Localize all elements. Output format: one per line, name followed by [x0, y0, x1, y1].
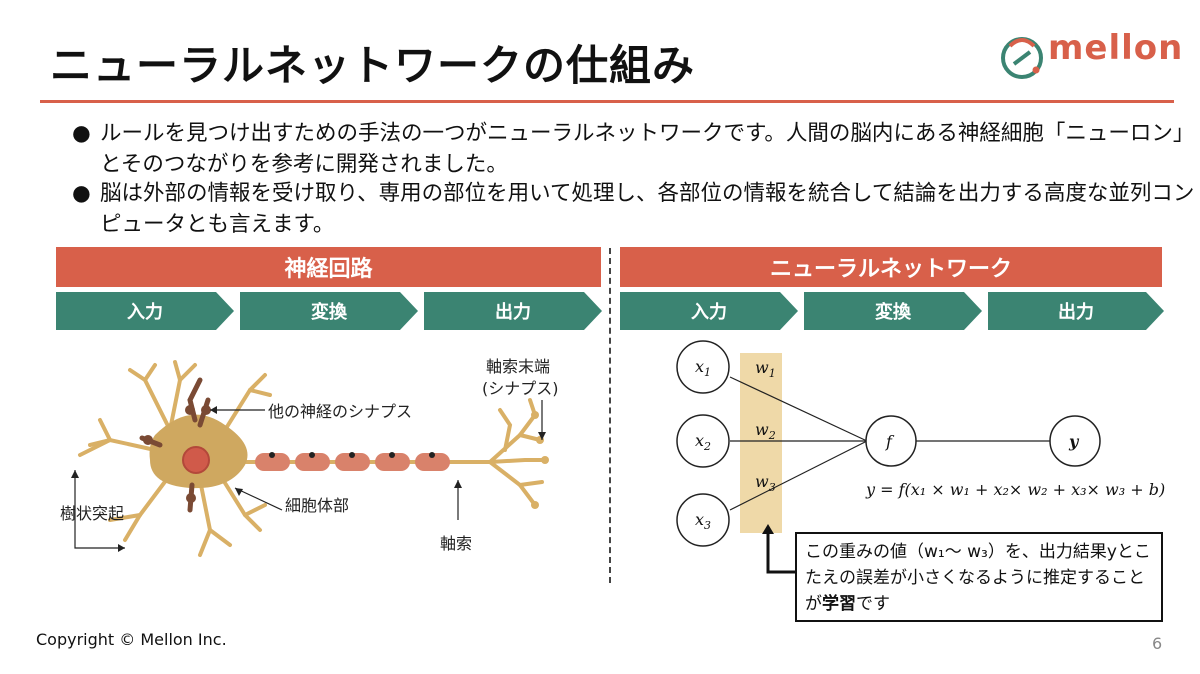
weight-band [740, 353, 782, 533]
neural-circuit-banner: 神経回路 [56, 247, 601, 287]
node-y [1049, 415, 1101, 467]
slide-title: ニューラルネットワークの仕組み [50, 41, 696, 90]
logo-text: mellon [1048, 28, 1184, 68]
node-y-label: y [1068, 432, 1080, 451]
node-x1-label: x1 [695, 357, 711, 379]
neural-network-diagram: x1 x2 x3 f y w1 w2 w3 [676, 340, 1101, 547]
cell-body-label: 細胞体部 [285, 496, 350, 515]
neuron-illustration [71, 360, 549, 557]
leaf-icon [1001, 37, 1043, 79]
right-step-transform: 変換 [804, 292, 982, 330]
node-f-label: f [885, 432, 895, 451]
node-f [865, 415, 917, 467]
node-x2-label: x2 [695, 431, 711, 453]
axon-label: 軸索 [440, 534, 473, 553]
axon-terminal-sublabel: (シナプス) [482, 379, 559, 398]
callout-bold: 学習 [822, 594, 856, 614]
callout-text-end: です [856, 594, 890, 614]
node-x2 [676, 414, 730, 468]
right-step-output: 出力 [988, 292, 1164, 330]
copyright: Copyright © Mellon Inc. [36, 630, 227, 649]
node-x3-label: x3 [695, 510, 711, 532]
dendrite-label: 樹状突起 [60, 504, 125, 523]
title-underline [40, 100, 1174, 103]
formula: y = f(x₁ × w₁ + x₂× w₂ + x₃× w₃ + b) [866, 480, 1166, 499]
bullet-1: ● ルールを見つけ出すための手法の一つがニューラルネットワークです。人間の脳内にあ… [72, 118, 1200, 180]
left-step-input: 入力 [56, 292, 234, 330]
left-step-output: 出力 [424, 292, 602, 330]
weight-w1: w1 [755, 358, 776, 380]
page-number: 6 [1152, 634, 1163, 653]
axon-terminal-label: 軸索末端 [486, 357, 551, 376]
left-step-transform: 変換 [240, 292, 418, 330]
neural-network-banner: ニューラルネットワーク [620, 247, 1162, 287]
bullet-marker: ● [72, 181, 91, 206]
callout-arrow [762, 524, 796, 574]
node-x3 [676, 493, 730, 547]
weight-w3: w3 [755, 472, 776, 494]
panel-divider [609, 248, 611, 583]
bullet-marker: ● [72, 121, 91, 146]
callout-text: この重みの値（w₁～ w₃）を、出力結果yとこたえの誤差が小さくなるように推定す… [805, 542, 1151, 614]
bullet-2: ● 脳は外部の情報を受け取り、専用の部位を用いて処理し、各部位の情報を統合して結論… [72, 178, 1200, 240]
learning-callout: この重みの値（w₁～ w₃）を、出力結果yとこたえの誤差が小さくなるように推定す… [795, 532, 1163, 622]
bullet-text: ルールを見つけ出すための手法の一つがニューラルネットワークです。人間の脳内にある… [100, 121, 1195, 177]
mellon-logo [1001, 37, 1043, 79]
right-step-input: 入力 [620, 292, 798, 330]
node-x1 [676, 340, 730, 394]
bullet-text: 脳は外部の情報を受け取り、専用の部位を用いて処理し、各部位の情報を統合して結論を… [100, 181, 1195, 237]
weight-w2: w2 [755, 420, 776, 442]
other-synapse-label: 他の神経のシナプス [268, 402, 413, 421]
